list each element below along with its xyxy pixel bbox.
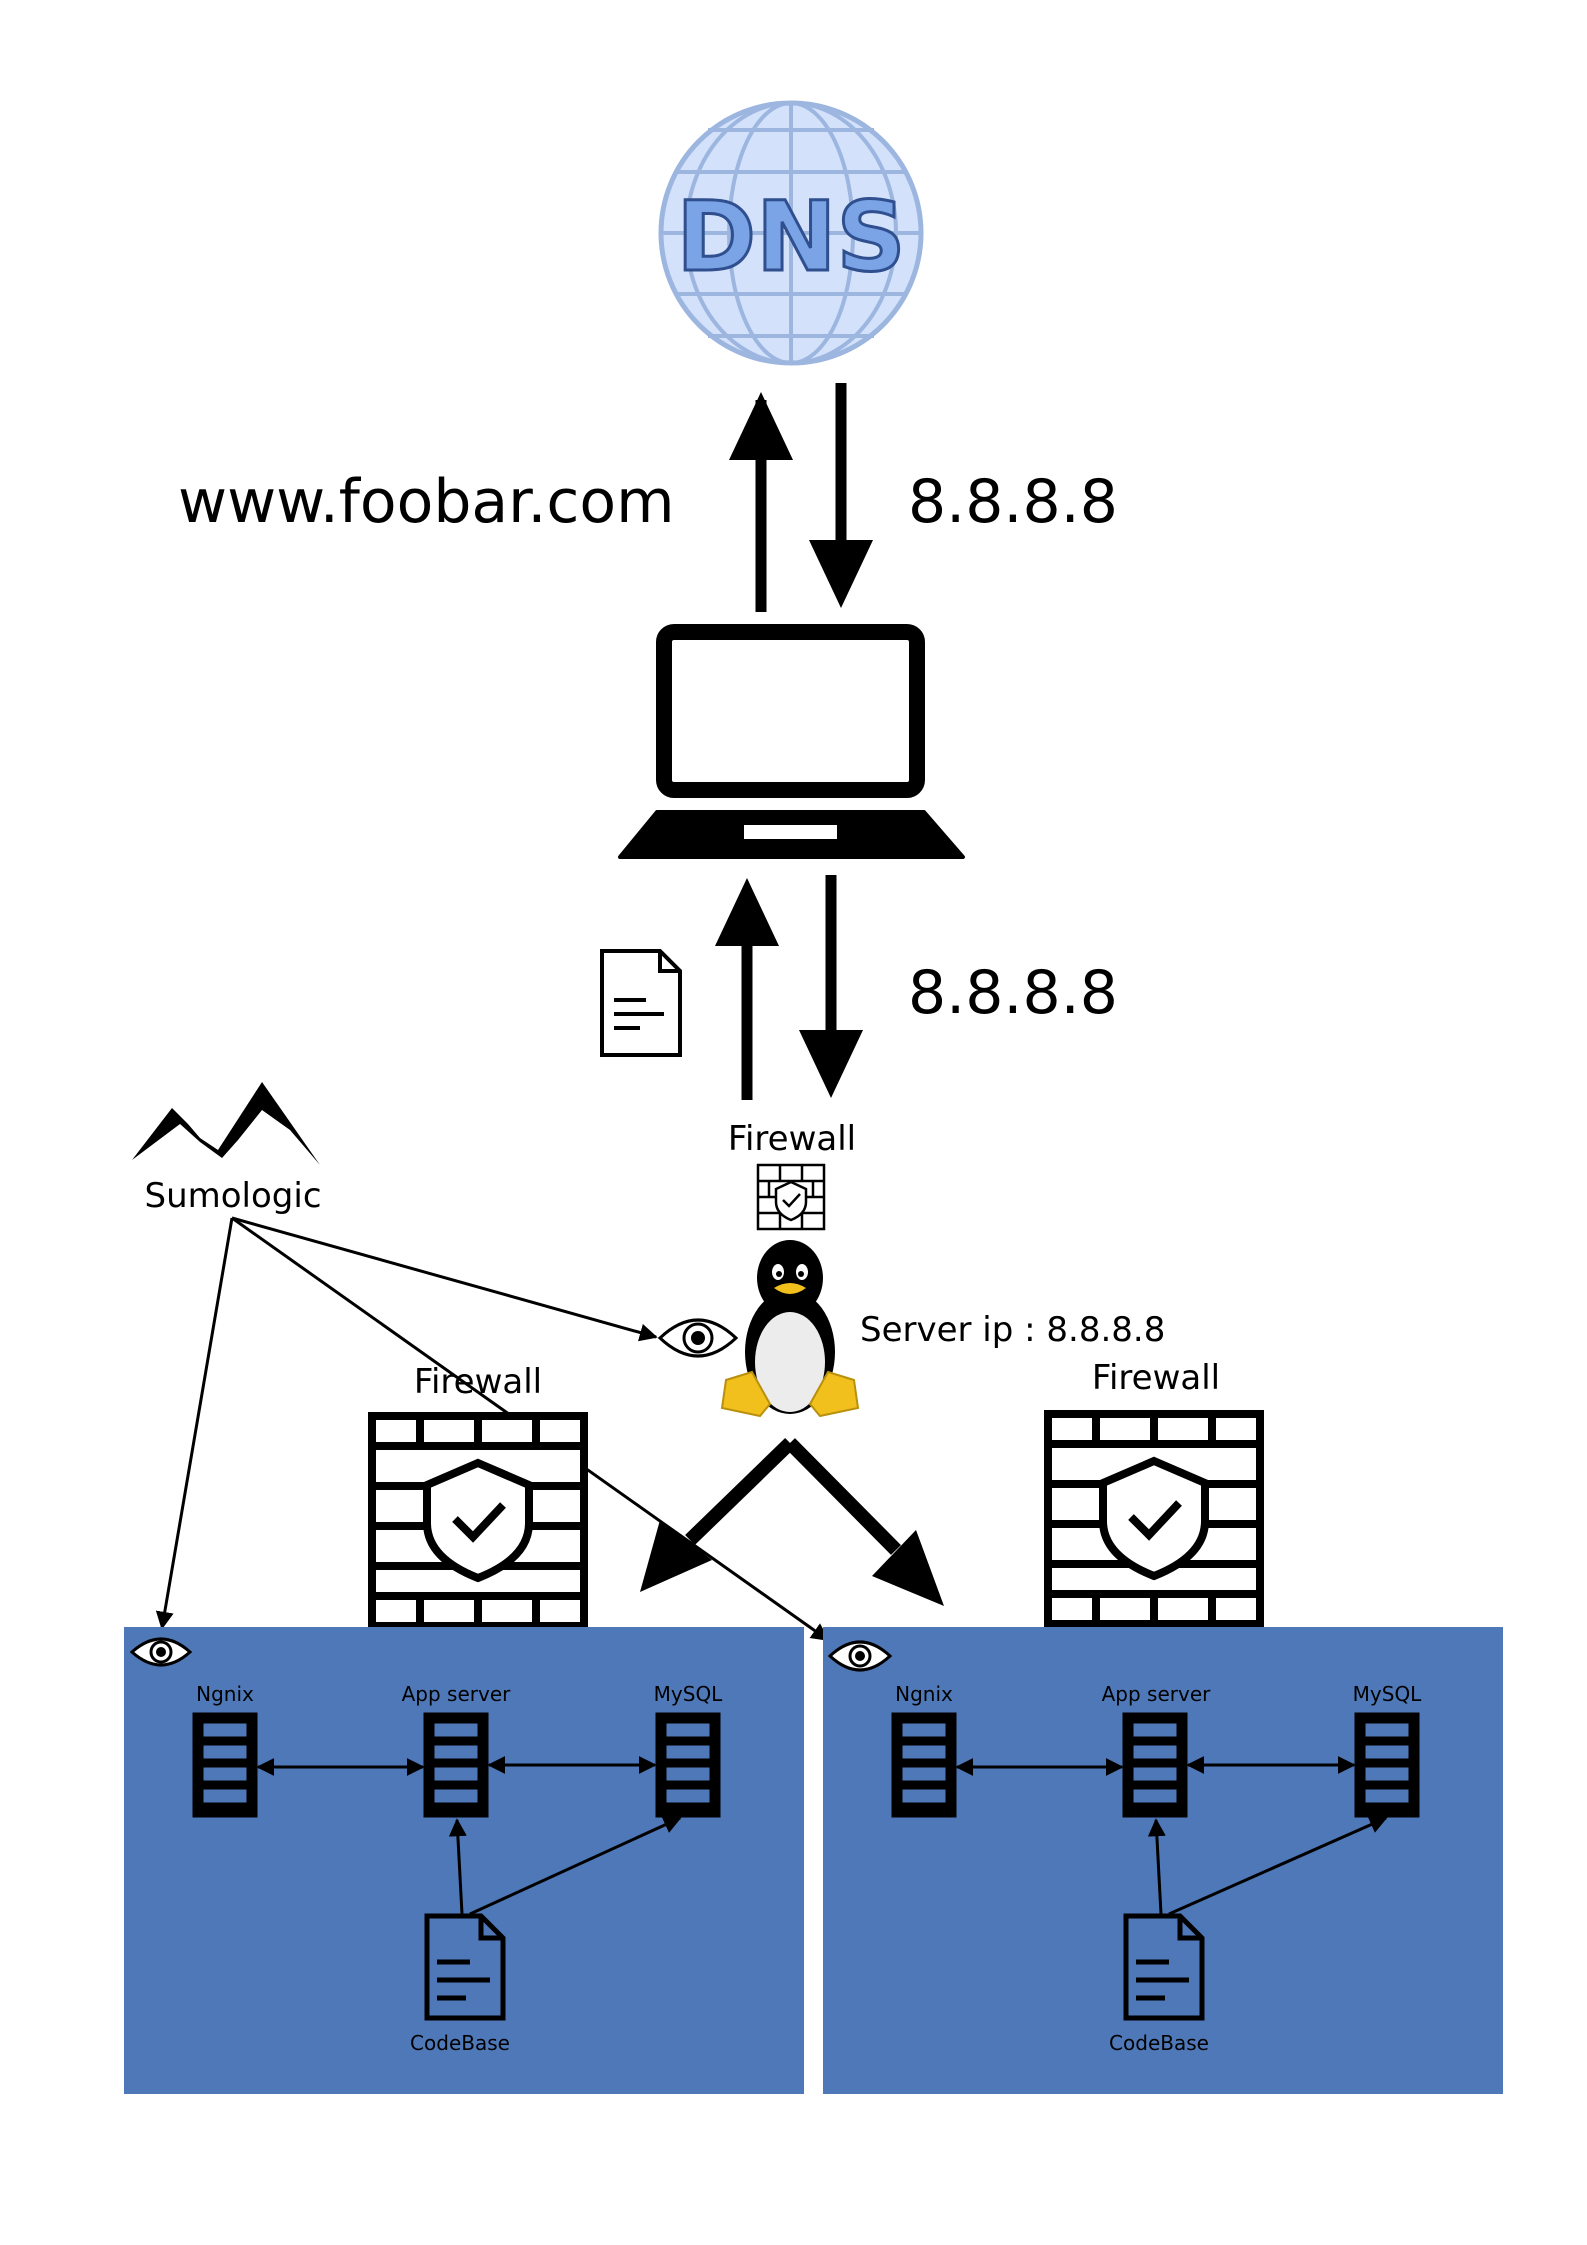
monitor-line-server [231,1216,658,1342]
cluster-right-codebase-icon [1123,1913,1205,2021]
cluster-left: Ngnix App server MySQL [124,1627,804,2094]
linux-penguin-icon [720,1240,860,1418]
top-firewall-label: Firewall [728,1119,856,1159]
document-icon [600,949,682,1057]
cluster-left-eye-icon [129,1637,193,1667]
firewall-right-icon [1044,1410,1264,1628]
cluster-right-web-server-icon [891,1712,957,1818]
lb-arrow-right-head [872,1530,944,1606]
server-request-arrowhead [715,878,779,946]
dns-globe-icon [658,100,924,366]
server-reply-ip-label: 8.8.8.8 [908,958,1118,1028]
firewall-right-label: Firewall [1092,1358,1220,1398]
cluster-right-code-app-link [1147,1818,1166,1915]
cluster-left-codebase-icon [424,1913,506,2021]
cluster-left-db-server-icon [655,1712,721,1818]
lb-arrow-left-head [640,1520,712,1592]
response-arrowhead [809,540,873,608]
cluster-right: Ngnix App server MySQL [823,1627,1503,2094]
server-ip-label: Server ip : 8.8.8.8 [860,1310,1165,1350]
cluster-right-code-db-link [1168,1816,1388,1916]
server-response-arrowhead [799,1030,863,1098]
domain-label: www.foobar.com [178,467,675,537]
lb-arrow-left [685,1437,795,1546]
dns-reply-ip-label: 8.8.8.8 [908,467,1118,537]
cluster-right-db-label: MySQL [1353,1682,1423,1706]
lb-arrow-right [785,1438,901,1555]
monitor-line-left [155,1217,234,1630]
server-monitor-eye-icon [657,1318,739,1358]
cluster-right-app-label: App server [1102,1682,1212,1706]
cluster-right-app-server-icon [1122,1712,1188,1818]
sumologic-logo-icon [132,1082,320,1165]
request-arrowhead [729,392,793,460]
cluster-left-web-server-icon [192,1712,258,1818]
laptop-icon [618,624,965,859]
cluster-right-codebase-label: CodeBase [1109,2031,1209,2055]
cluster-left-app-server-icon [423,1712,489,1818]
firewall-left-label: Firewall [414,1362,542,1402]
cluster-right-db-server-icon [1354,1712,1420,1818]
cluster-left-db-label: MySQL [654,1682,724,1706]
cluster-right-web-label: Ngnix [895,1682,953,1706]
cluster-left-code-app-link [448,1818,467,1915]
sumologic-label: Sumologic [144,1176,321,1216]
cluster-left-app-label: App server [402,1682,512,1706]
cluster-left-web-label: Ngnix [196,1682,254,1706]
cluster-left-code-db-link [469,1816,682,1916]
cluster-left-codebase-label: CodeBase [410,2031,510,2055]
top-firewall-icon [756,1163,826,1231]
dns-label: DNS [676,181,905,293]
cluster-right-eye-icon [827,1640,893,1672]
firewall-left-icon [368,1412,588,1630]
